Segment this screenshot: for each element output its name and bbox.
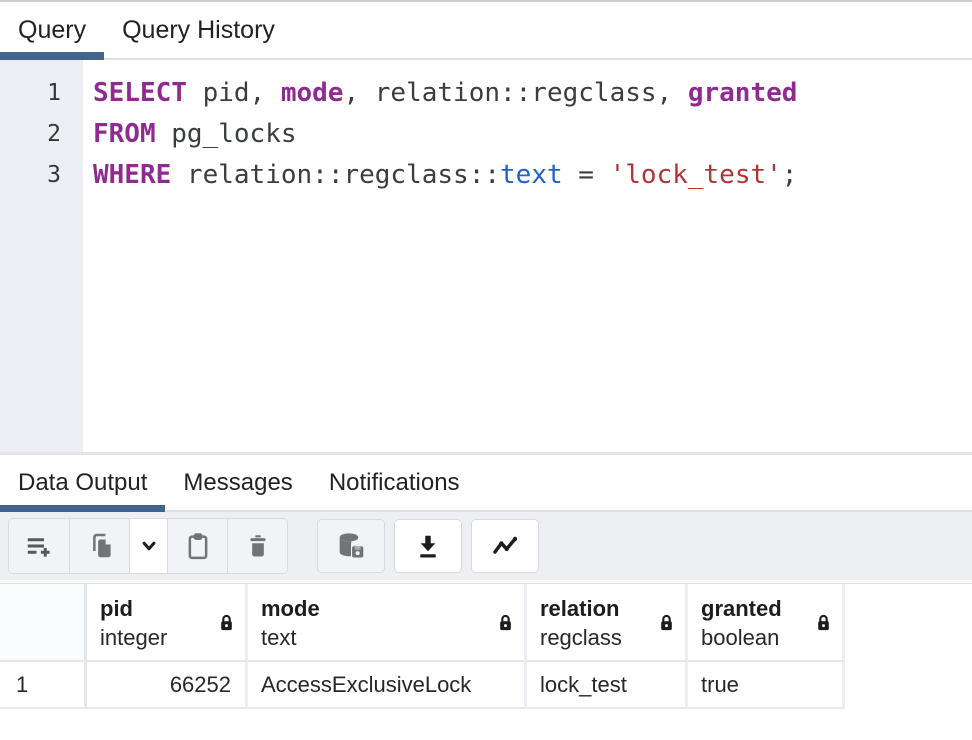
lock-icon [218, 613, 235, 638]
column-type: integer [100, 625, 168, 650]
column-header-pid[interactable]: pid integer [87, 584, 248, 662]
download-results-button[interactable] [394, 519, 462, 573]
row-number-cell[interactable]: 1 [0, 662, 87, 709]
lock-icon [497, 613, 514, 638]
code-line[interactable]: SELECT pid, mode, relation::regclass, gr… [93, 73, 972, 114]
column-type: text [261, 625, 297, 650]
cell-mode[interactable]: AccessExclusiveLock [248, 662, 527, 709]
query-tab-bar: Query Query History [0, 0, 972, 60]
download-icon [413, 531, 443, 561]
column-header-mode[interactable]: mode text [248, 584, 527, 662]
paste-button[interactable] [167, 519, 227, 573]
code-token-plain: ; [781, 160, 798, 190]
code-token-kw: SELECT [93, 78, 187, 108]
database-save-icon [335, 530, 367, 562]
code-line[interactable]: WHERE relation::regclass::text = 'lock_t… [93, 155, 972, 196]
code-token-kw: granted [687, 78, 798, 108]
lock-icon [658, 613, 675, 638]
panel-splitter[interactable] [0, 452, 972, 455]
cell-granted[interactable]: true [688, 662, 845, 709]
code-token-plain: = [562, 160, 610, 190]
line-number-gutter: 1 2 3 [0, 60, 83, 452]
copy-icon [85, 531, 115, 561]
column-type: regclass [540, 625, 622, 650]
tab-query-history[interactable]: Query History [104, 2, 293, 58]
column-name: mode [261, 596, 320, 621]
tab-label: Query History [122, 15, 275, 44]
column-name: pid [100, 596, 133, 621]
toolbar-button-group [8, 518, 288, 574]
add-row-icon [24, 531, 54, 561]
graph-visualiser-button[interactable] [471, 519, 539, 573]
cell-pid[interactable]: 66252 [87, 662, 248, 709]
tab-notifications[interactable]: Notifications [311, 455, 478, 510]
code-token-kw: WHERE [93, 160, 172, 190]
code-token-type: text [500, 160, 563, 190]
code-token-plain: relation::regclass:: [171, 160, 501, 190]
paste-icon [183, 531, 213, 561]
tab-data-output[interactable]: Data Output [0, 455, 166, 512]
output-tab-bar: Data Output Messages Notifications [0, 455, 972, 512]
line-chart-icon [489, 530, 521, 562]
line-number: 3 [47, 162, 61, 188]
delete-button[interactable] [227, 519, 287, 573]
data-output-toolbar [0, 512, 972, 580]
code-line[interactable]: FROM pg_locks [93, 114, 972, 155]
tab-messages[interactable]: Messages [165, 455, 310, 510]
code-token-plain: pid, [186, 78, 281, 108]
lock-icon [815, 613, 832, 638]
column-name: granted [701, 596, 782, 621]
tab-query[interactable]: Query [0, 2, 105, 60]
copy-button[interactable] [69, 519, 129, 573]
results-grid: pid integer mode text relation regclass grante… [0, 583, 972, 709]
sql-code-area[interactable]: SELECT pid, mode, relation::regclass, gr… [83, 60, 972, 452]
column-name: relation [540, 596, 620, 621]
column-header-relation[interactable]: relation regclass [527, 584, 688, 662]
tab-label: Query [18, 15, 87, 44]
code-token-plain: pg_locks [155, 119, 297, 149]
row-number-header[interactable] [0, 584, 87, 662]
tab-label: Messages [183, 468, 293, 496]
tab-label: Data Output [18, 468, 148, 496]
copy-options-dropdown-button[interactable] [129, 519, 167, 573]
code-token-plain: , relation::regclass, [343, 78, 688, 108]
column-header-granted[interactable]: granted boolean [688, 584, 845, 662]
trash-icon [244, 532, 272, 560]
chevron-down-icon [136, 533, 162, 559]
cell-relation[interactable]: lock_test [527, 662, 688, 709]
save-data-changes-button[interactable] [317, 519, 385, 573]
code-token-kw: mode [280, 78, 344, 108]
line-number: 2 [47, 121, 61, 147]
code-token-string: 'lock_test' [609, 160, 782, 190]
add-row-button[interactable] [9, 519, 69, 573]
tab-label: Notifications [328, 468, 460, 496]
column-type: boolean [701, 625, 780, 650]
code-token-kw: FROM [93, 119, 156, 149]
line-number: 1 [47, 80, 61, 106]
